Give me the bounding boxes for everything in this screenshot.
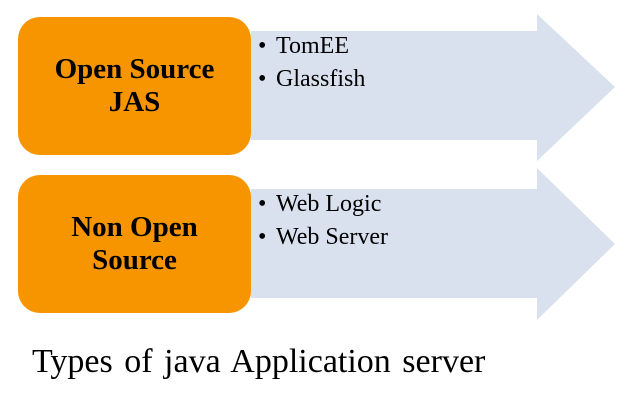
list-item: • Web Logic: [256, 188, 388, 221]
arrow-polygon-1: [251, 14, 615, 161]
category-box-non-open-source: Non Open Source: [18, 175, 251, 313]
label-line: Open Source: [54, 53, 215, 85]
bullet-icon: •: [258, 33, 267, 59]
category-label-non-open-source: Non Open Source: [71, 211, 198, 277]
list-item: • TomEE: [256, 30, 365, 63]
bullet-icon: •: [258, 191, 267, 217]
bullet-icon: •: [258, 224, 267, 250]
list-item: • Web Server: [256, 221, 388, 254]
label-line: Source: [92, 244, 177, 276]
category-label-open-source: Open Source JAS: [55, 53, 215, 119]
item-text: TomEE: [276, 33, 349, 59]
bullet-icon: •: [258, 66, 267, 92]
list-item: • Glassfish: [256, 63, 365, 96]
item-text: Web Logic: [276, 191, 382, 217]
label-line: Non Open: [71, 211, 198, 243]
server-list-open-source: • TomEE • Glassfish: [256, 30, 365, 96]
label-line: JAS: [108, 86, 161, 118]
arrow-polygon-2: [251, 168, 615, 320]
item-text: Glassfish: [276, 66, 366, 92]
diagram-caption: Types of java Application server: [32, 343, 486, 380]
server-list-non-open-source: • Web Logic • Web Server: [256, 188, 388, 254]
category-box-open-source: Open Source JAS: [18, 17, 251, 155]
item-text: Web Server: [276, 224, 389, 250]
